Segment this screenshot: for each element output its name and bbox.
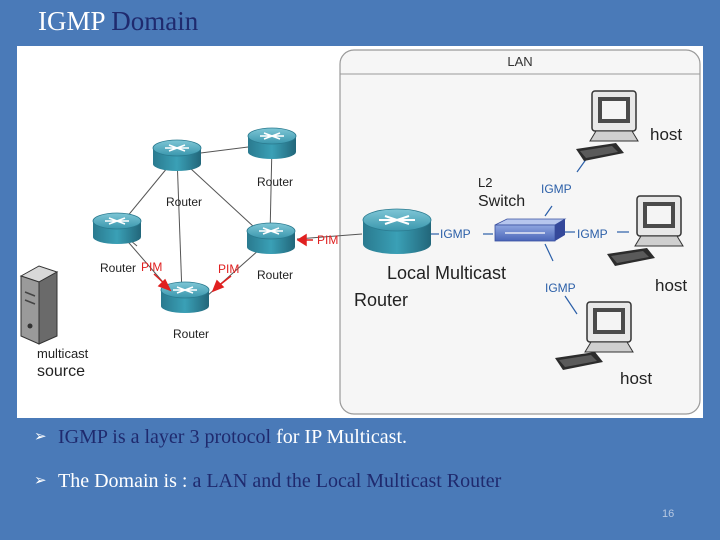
host-label: host xyxy=(655,276,687,295)
pim-label: PIM xyxy=(218,262,239,276)
host-computer-icon xyxy=(607,195,684,266)
title-part2: Domain xyxy=(111,6,199,36)
local-router-label-1: Local Multicast xyxy=(387,263,506,283)
lan-label: LAN xyxy=(507,54,532,69)
pim-label: PIM xyxy=(317,233,338,247)
arrow-bullet-icon: ➢ xyxy=(34,471,47,489)
host-label: host xyxy=(650,125,682,144)
source-label-2: source xyxy=(37,363,85,380)
bullet-text: for IP Multicast. xyxy=(271,426,408,448)
router-icon xyxy=(246,222,296,254)
slide-title: IGMP Domain xyxy=(38,6,198,37)
router-label: Router xyxy=(100,261,136,275)
source-label-1: multicast xyxy=(37,346,89,361)
switch-label-2: Switch xyxy=(478,193,525,210)
bullet-item: ➢ IGMP is a layer 3 protocol for IP Multi… xyxy=(34,426,407,449)
igmp-links xyxy=(431,157,629,315)
local-router-icon xyxy=(362,208,432,254)
router-label: Router xyxy=(257,268,293,282)
switch-icon xyxy=(494,218,567,242)
router-label: Router xyxy=(166,195,202,209)
igmp-label: IGMP xyxy=(440,227,471,241)
host-label: host xyxy=(620,369,652,388)
bullet-item: ➢ The Domain is : a LAN and the Local Mul… xyxy=(34,470,501,493)
bullet-text: The Domain is : xyxy=(58,470,193,492)
igmp-label: IGMP xyxy=(577,227,608,241)
switch-label-1: L2 xyxy=(478,175,492,190)
host-computer-icon xyxy=(555,301,634,370)
title-part1: IGMP xyxy=(38,6,105,36)
arrow-bullet-icon: ➢ xyxy=(34,427,47,445)
router-icon xyxy=(152,139,202,171)
bullet-highlight: a LAN and the Local Multicast Router xyxy=(192,470,502,492)
local-router-label-2: Router xyxy=(354,290,408,310)
igmp-label: IGMP xyxy=(541,182,572,196)
host-computer-icon xyxy=(576,90,639,161)
pim-label: PIM xyxy=(141,260,162,274)
router-icon xyxy=(92,212,142,244)
router-icon xyxy=(160,281,210,313)
pim-arrows xyxy=(153,233,313,293)
multicast-server-icon xyxy=(19,265,59,345)
page-number: 16 xyxy=(662,508,675,520)
network-diagram: LAN Router Route xyxy=(17,46,703,418)
router-icon xyxy=(247,127,297,159)
router-label: Router xyxy=(257,175,293,189)
bullet-highlight: IGMP is a layer 3 protocol xyxy=(58,426,272,448)
router-label: Router xyxy=(173,327,209,341)
igmp-label: IGMP xyxy=(545,281,576,295)
